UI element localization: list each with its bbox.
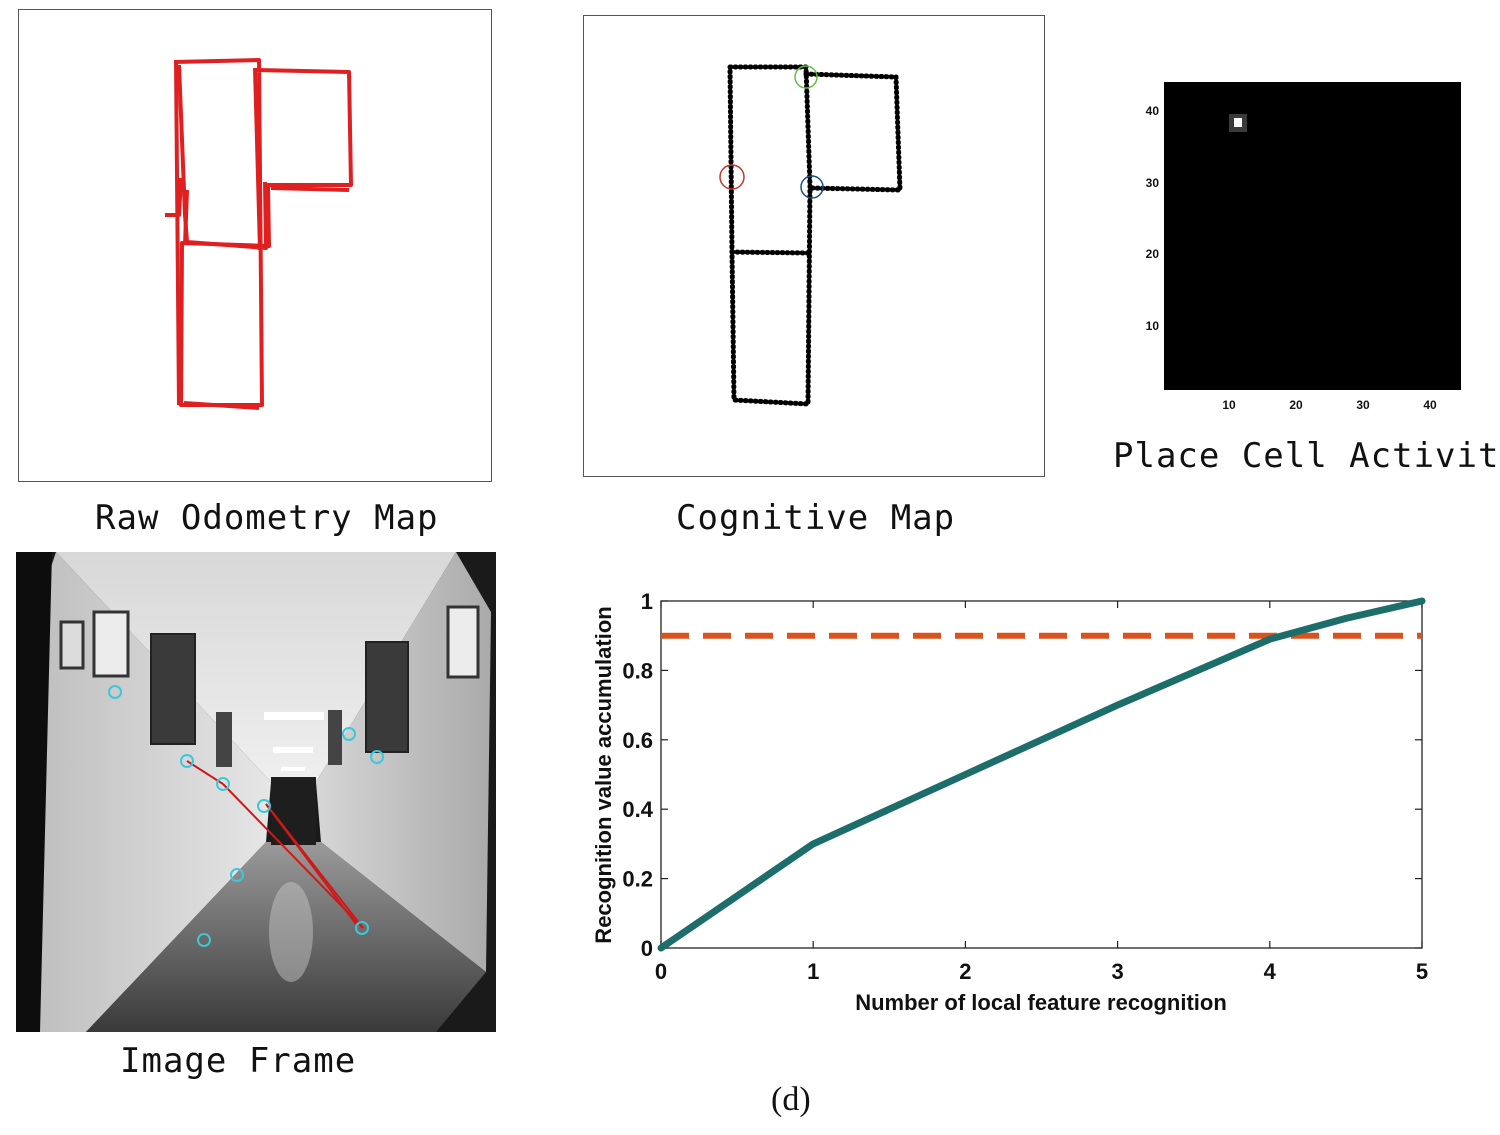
x-tick-label: 4 [1264, 959, 1277, 984]
place-cell-peak [1234, 118, 1242, 127]
cognitive-map-panel [583, 15, 1045, 477]
y-tick-label: 0.2 [622, 867, 653, 892]
figure-label: (d) [771, 1081, 811, 1118]
place-cell-x-tick: 30 [1356, 398, 1370, 412]
place-cell-caption: Place Cell Activity [1113, 436, 1500, 476]
x-tick-label: 1 [807, 959, 819, 984]
y-tick-label: 0 [641, 936, 653, 961]
place-cell-y-tick: 20 [1146, 247, 1160, 261]
loop-marker-green [794, 65, 818, 89]
y-tick-label: 0.4 [622, 797, 653, 822]
place-cell-y-tick: 10 [1146, 319, 1160, 333]
place-cell-y-tick: 40 [1146, 104, 1160, 118]
image-frame-caption: Image Frame [120, 1041, 357, 1081]
raw-odometry-panel [18, 9, 492, 482]
raw-odometry-caption: Raw Odometry Map [95, 498, 439, 538]
cognitive-map-caption: Cognitive Map [676, 498, 956, 538]
cognitive-map-trace [719, 64, 903, 407]
place-cell-x-tick: 40 [1423, 398, 1437, 412]
corridor-image [16, 552, 496, 1032]
place-cell-x-tick: 20 [1289, 398, 1303, 412]
plot-area [660, 600, 1423, 949]
feature-markers [108, 685, 384, 947]
y-tick-label: 1 [641, 589, 653, 614]
raw-odometry-trace [165, 58, 353, 410]
place-cell-y-tick: 30 [1146, 176, 1160, 190]
y-tick-label: 0.8 [622, 658, 653, 683]
place-cell-x-tick: 10 [1222, 398, 1236, 412]
place-cell-activity-plot: 10 20 30 40 40 30 20 10 [1146, 82, 1461, 412]
x-tick-label: 5 [1416, 959, 1428, 984]
loop-marker-red [719, 164, 745, 190]
x-tick-label: 2 [959, 959, 971, 984]
x-tick-label: 0 [655, 959, 667, 984]
place-cell-grid [1164, 82, 1461, 390]
x-axis-label: Number of local feature recognition [855, 990, 1227, 1015]
series-line [657, 597, 1426, 952]
feature-match-arrows [186, 760, 364, 929]
y-axis-label: Recognition value accumulation [591, 606, 616, 943]
recognition-line-chart: 0 1 2 3 4 5 0 0.2 0.4 0.6 0.8 1 Number of local fea… [591, 589, 1428, 1015]
loop-marker-blue [800, 175, 824, 199]
y-tick-label: 0.6 [622, 728, 653, 753]
image-frame-photo [16, 552, 496, 1032]
x-tick-label: 3 [1111, 959, 1123, 984]
